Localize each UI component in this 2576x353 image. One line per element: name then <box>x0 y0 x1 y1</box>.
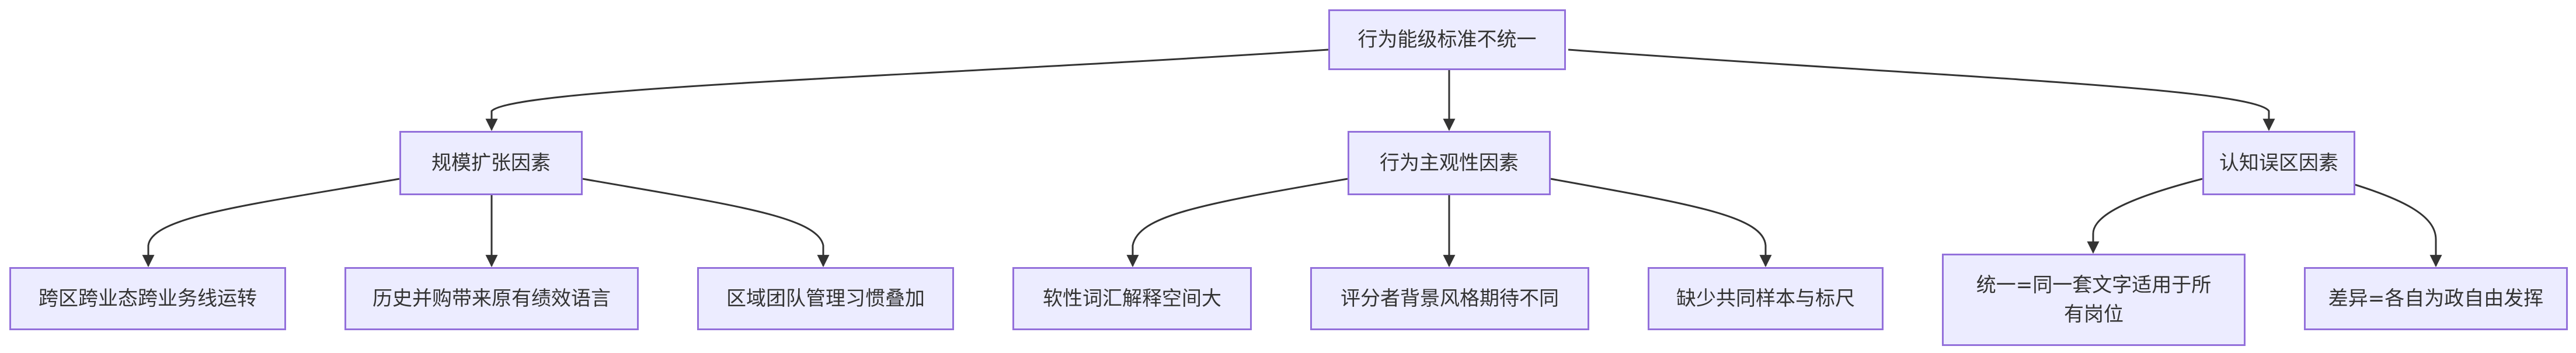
node-no-common-benchmark: 缺少共同样本与标尺 <box>1648 267 1884 330</box>
node-no-common-benchmark-label: 缺少共同样本与标尺 <box>1676 287 1855 310</box>
edge-scale-s1 <box>142 178 400 268</box>
node-uniform-text-line2: 有岗位 <box>2064 303 2124 326</box>
node-cross-region-label: 跨区跨业态跨业务线运转 <box>39 287 257 310</box>
node-subjective-factors: 行为主观性因素 <box>1348 131 1551 195</box>
node-rater-background: 评分者背景风格期待不同 <box>1310 267 1589 330</box>
node-subjective-factors-label: 行为主观性因素 <box>1380 151 1519 175</box>
edge-cognitive-c2 <box>2335 178 2442 268</box>
node-soft-vocabulary-label: 软性词汇解释空间大 <box>1043 287 1221 310</box>
node-rater-background-label: 评分者背景风格期待不同 <box>1341 287 1559 310</box>
edge-scale-s3 <box>582 178 830 268</box>
node-free-play-misconception-label: 差异=各自为政自由发挥 <box>2328 287 2544 310</box>
node-cross-region: 跨区跨业态跨业务线运转 <box>9 267 286 330</box>
node-cognitive-factors: 认知误区因素 <box>2202 131 2355 195</box>
edge-subjective-j3 <box>1550 178 1772 268</box>
node-mergers-history-label: 历史并购带来原有绩效语言 <box>373 287 611 310</box>
node-mergers-history: 历史并购带来原有绩效语言 <box>344 267 639 330</box>
node-scale-factors: 规模扩张因素 <box>399 131 583 195</box>
node-root: 行为能级标准不统一 <box>1328 9 1566 70</box>
node-regional-habits-label: 区域团队管理习惯叠加 <box>726 287 925 310</box>
edge-subjective-j1 <box>1126 178 1348 268</box>
node-uniform-text-misconception: 统一=同一套文字适用于所 有岗位 <box>1942 254 2246 346</box>
node-uniform-text-line1: 统一=同一套文字适用于所 <box>1976 274 2212 297</box>
node-free-play-misconception: 差异=各自为政自由发挥 <box>2304 267 2568 330</box>
node-regional-habits: 区域团队管理习惯叠加 <box>697 267 954 330</box>
node-cognitive-factors-label: 认知误区因素 <box>2219 151 2338 175</box>
node-scale-factors-label: 规模扩张因素 <box>431 151 551 175</box>
node-root-label: 行为能级标准不统一 <box>1357 28 1537 51</box>
edge-cognitive-c1 <box>2087 178 2203 254</box>
edge-root-scale <box>485 49 1329 131</box>
edge-root-cognitive <box>1568 49 2275 131</box>
node-soft-vocabulary: 软性词汇解释空间大 <box>1012 267 1252 330</box>
